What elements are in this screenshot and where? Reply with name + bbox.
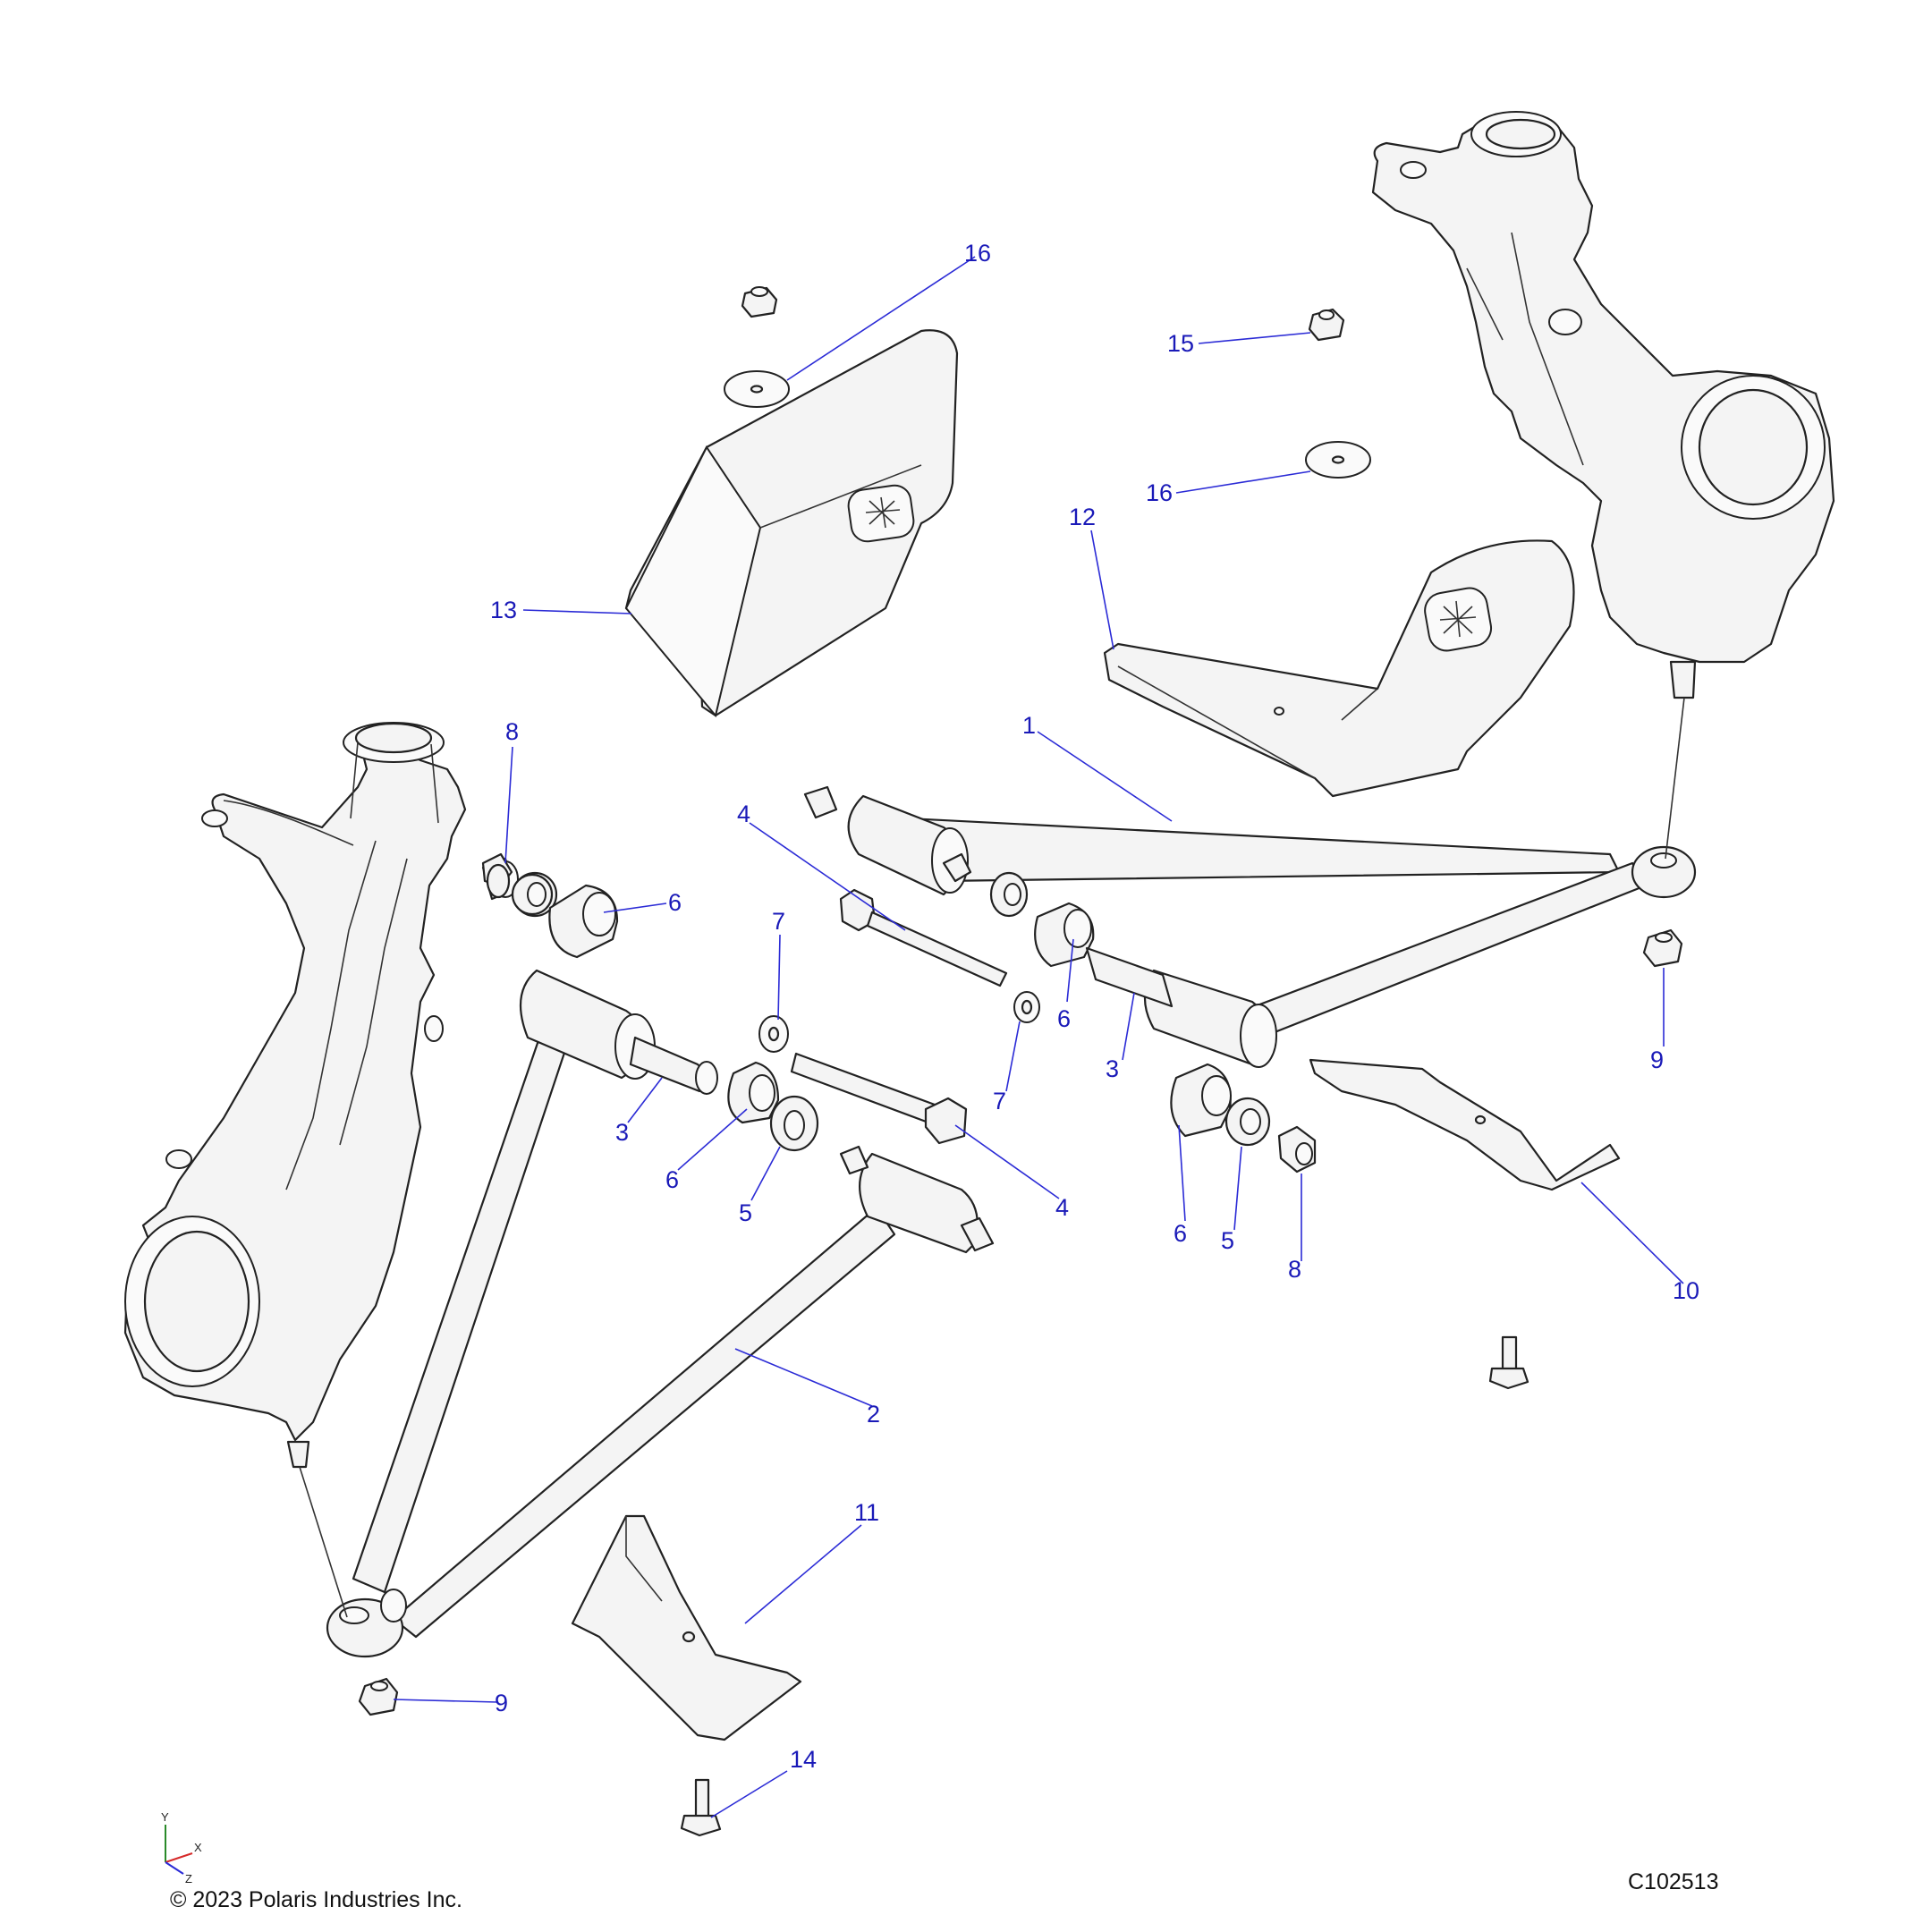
washer-16-right — [1305, 441, 1371, 479]
flange-nut-top-left — [741, 286, 778, 318]
copyright-text: © 2023 Polaris Industries Inc. — [170, 1887, 462, 1912]
flange-nut-9-left — [358, 1677, 399, 1716]
skid-bracket-11 — [571, 1514, 802, 1741]
callout-3-left: 3 — [615, 1119, 629, 1146]
callout-labels: 16 15 16 12 13 1 8 4 6 7 6 3 7 9 3 6 5 4… — [490, 240, 1699, 1773]
left-steering-knuckle — [123, 722, 467, 1469]
ball-joint-stud-right — [1665, 697, 1685, 860]
callout-11: 11 — [854, 1499, 879, 1526]
callout-10: 10 — [1673, 1277, 1699, 1304]
polaris-star-logo — [847, 484, 915, 543]
axis-z-label: Z — [185, 1872, 192, 1885]
callout-5-left: 5 — [739, 1199, 752, 1226]
callout-1: 1 — [1022, 712, 1036, 739]
flange-nut-9-right — [1642, 928, 1683, 968]
callout-16-right: 16 — [1146, 479, 1173, 506]
callout-12: 12 — [1069, 504, 1096, 530]
axis-y-label: Y — [161, 1810, 169, 1824]
right-steering-knuckle — [1371, 111, 1835, 699]
ball-joint-stud-left — [299, 1466, 348, 1618]
callout-8-left: 8 — [505, 718, 519, 745]
callout-5-right: 5 — [1221, 1227, 1234, 1254]
callout-4-top: 4 — [737, 801, 750, 827]
lower-a-arm-2 — [326, 969, 995, 1658]
callout-2: 2 — [867, 1401, 880, 1428]
drawing-number: C102513 — [1628, 1869, 1718, 1894]
callout-7-bottom: 7 — [993, 1088, 1006, 1114]
skid-bracket-10 — [1309, 1058, 1621, 1191]
upper-left-bushings — [481, 852, 554, 916]
axis-x-label: X — [194, 1841, 202, 1854]
leader-lines — [393, 256, 1684, 1818]
axis-triad: Y X Z — [161, 1810, 202, 1885]
callout-13: 13 — [490, 597, 517, 623]
skid-plate-13 — [624, 329, 959, 718]
callout-15: 15 — [1167, 330, 1194, 357]
callout-7-top: 7 — [772, 908, 785, 935]
callout-4-bottom: 4 — [1055, 1194, 1069, 1221]
skid-plate-12 — [1103, 539, 1575, 798]
callout-8-right: 8 — [1288, 1256, 1301, 1283]
callout-6-right: 6 — [1174, 1220, 1187, 1247]
flange-nut-15 — [1308, 308, 1345, 342]
callout-9-right: 9 — [1650, 1046, 1664, 1073]
callout-3-right: 3 — [1106, 1055, 1119, 1082]
right-pivot-hardware — [839, 871, 1317, 1174]
bolt-14-right — [1488, 1335, 1530, 1390]
callout-6-left: 6 — [665, 1166, 679, 1193]
polaris-star-logo-2 — [1424, 587, 1493, 652]
callout-9-left: 9 — [495, 1690, 508, 1716]
bolt-14-left — [680, 1778, 722, 1837]
callout-16-top: 16 — [964, 240, 991, 267]
callout-6-top: 6 — [668, 889, 682, 916]
upper-a-arm-1 — [803, 785, 1697, 1068]
callout-14: 14 — [790, 1746, 817, 1773]
callout-6-mid: 6 — [1057, 1005, 1071, 1032]
washer-16-top-left — [724, 370, 790, 408]
